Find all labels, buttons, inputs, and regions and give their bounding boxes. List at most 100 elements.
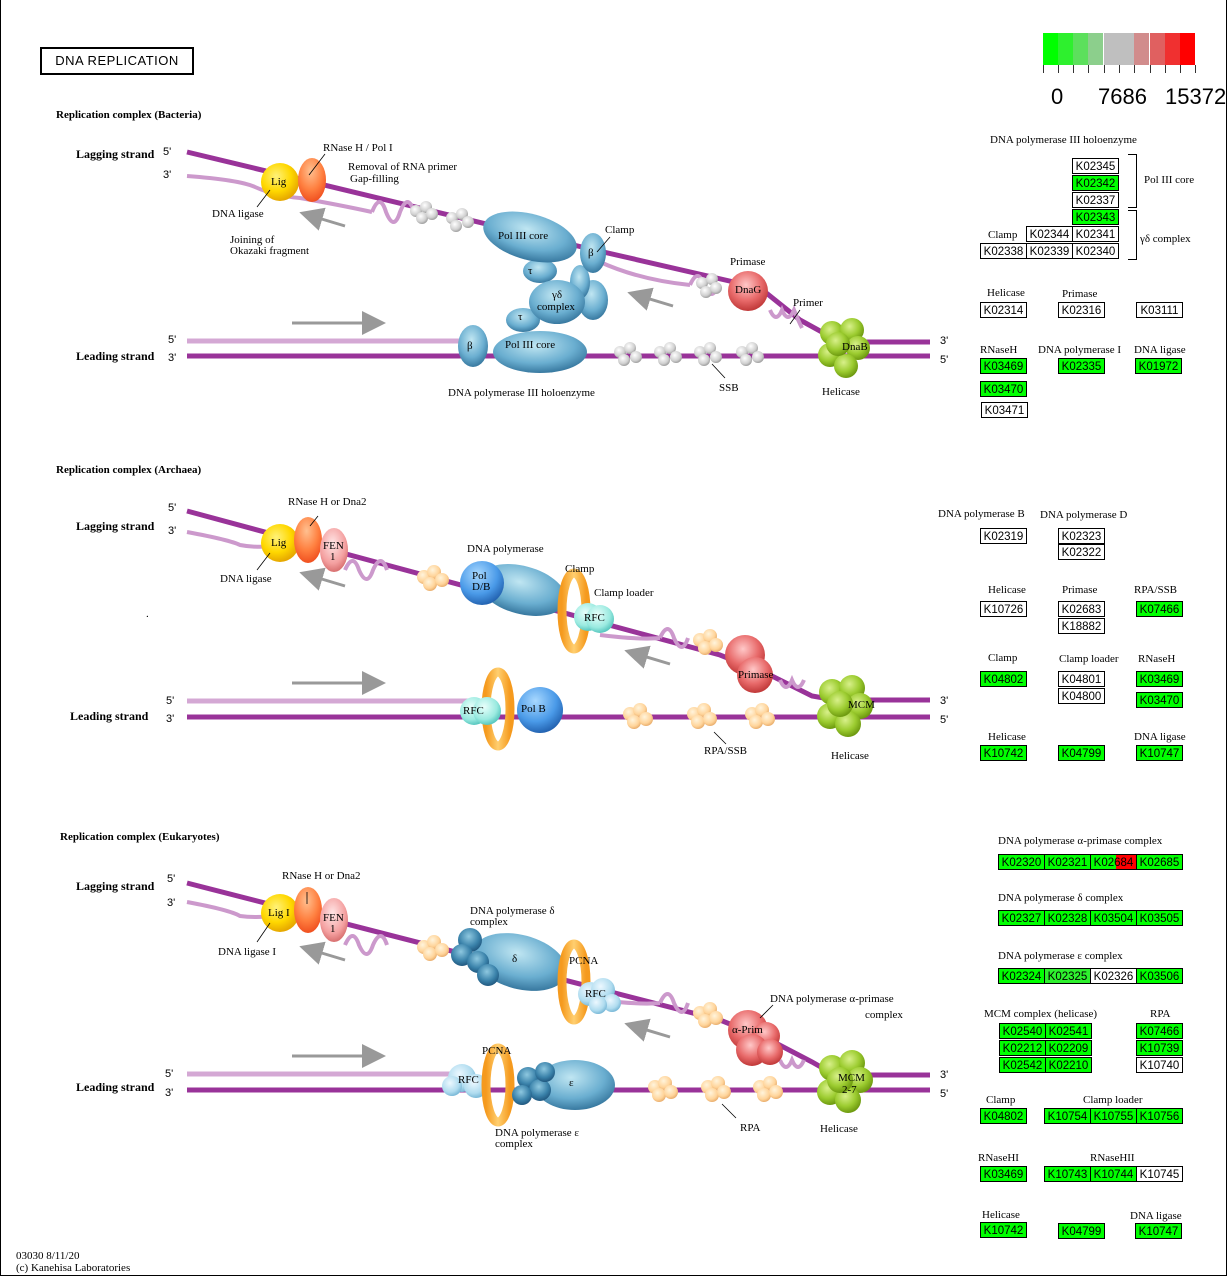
mcm-label[interactable]: MCM [848,699,875,711]
gene-box[interactable]: K10726 [980,601,1027,617]
gene-box[interactable]: K10747 [1135,1223,1182,1239]
gene-box[interactable]: K04799 [1058,1223,1105,1239]
gene-box[interactable]: K02326 [1090,968,1137,984]
gene-box[interactable]: K10745 [1136,1166,1183,1182]
gene-box[interactable]: K02684 [1090,854,1137,870]
gene-box[interactable]: K18882 [1058,618,1105,634]
pol-delta-subunits [451,928,499,986]
gene-box[interactable]: K02316 [1058,302,1105,318]
pcna-ring [557,939,591,1025]
lig-label[interactable]: Lig I [268,907,290,919]
pcna-label[interactable]: PCNA [569,955,599,967]
gene-box[interactable]: K03469 [1136,671,1183,687]
gene-box[interactable]: K07466 [1136,1023,1183,1039]
dnag-label[interactable]: DnaG [735,284,762,296]
epsilon-label[interactable]: ε [569,1077,574,1089]
pcna-label[interactable]: PCNA [482,1045,512,1057]
gene-box[interactable]: K02322 [1058,544,1105,560]
gene-box[interactable]: K03111 [1136,302,1183,318]
gene-box[interactable]: K02323 [1058,528,1105,544]
rfc-label[interactable]: RFC [585,988,606,1000]
end-label: 5' [165,1068,174,1080]
gene-box[interactable]: K10742 [980,745,1027,761]
lig-label[interactable]: Lig [271,176,287,188]
rnaseh-label[interactable]: RNase H or Dna2 [282,870,361,882]
gene-box[interactable]: K01972 [1135,358,1182,374]
pathway-title[interactable]: DNA REPLICATION [40,47,194,75]
gene-box[interactable]: K02324 [998,968,1045,984]
lig-label[interactable]: Lig [271,537,287,549]
alpha-prim-label[interactable]: α-Prim [732,1024,763,1036]
gene-box[interactable]: K04802 [980,1108,1027,1124]
rfc-label[interactable]: RFC [584,612,605,624]
gene-box[interactable]: K02210 [1045,1057,1092,1073]
gene-box[interactable]: K02339 [1026,243,1073,259]
gene-box[interactable]: K04801 [1058,671,1105,687]
gene-box[interactable]: K02212 [999,1040,1046,1056]
lagging-strand-label: Lagging strand [76,879,155,893]
rnaseh-label[interactable]: RNase H / Pol I [323,142,393,154]
gene-box[interactable]: K03471 [981,402,1028,418]
rnaseh-label[interactable]: RNase H or Dna2 [288,496,367,508]
gene-box[interactable]: K02343 [1072,209,1119,225]
dna-ligase-label[interactable]: DNA ligase [212,208,264,220]
gene-box[interactable]: K02338 [980,243,1027,259]
gene-box[interactable]: K03470 [980,381,1027,397]
dna-ligase-label[interactable]: DNA ligase I [218,946,277,958]
gene-box[interactable]: K04800 [1058,688,1105,704]
gene-box[interactable]: K02209 [1045,1040,1092,1056]
gene-box[interactable]: K03504 [1090,910,1137,926]
gene-box[interactable]: K02541 [1045,1023,1092,1039]
fen1-label[interactable]: FEN [323,912,344,924]
fen1-label[interactable]: FEN [323,540,344,552]
gene-box[interactable]: K10744 [1090,1166,1137,1182]
gene-box[interactable]: K02341 [1072,226,1119,242]
direction-arrow [627,287,674,311]
pol3-core-label[interactable]: Pol III core [498,230,549,242]
gene-box[interactable]: K02542 [999,1057,1046,1073]
dnab-label[interactable]: DnaB [842,341,868,353]
rfc-label[interactable]: RFC [463,705,484,717]
gene-box[interactable]: K02335 [1058,358,1105,374]
gene-box[interactable]: K02320 [998,854,1045,870]
gene-box[interactable]: K03469 [980,358,1027,374]
gene-box[interactable]: K02344 [1026,226,1073,242]
bracket [1128,154,1137,208]
pol3-core-label[interactable]: Pol III core [505,339,556,351]
gene-box[interactable]: K02685 [1136,854,1183,870]
gene-box[interactable]: K04799 [1058,745,1105,761]
gene-box[interactable]: K02337 [1072,192,1119,208]
gene-box[interactable]: K10742 [980,1222,1027,1238]
gene-box[interactable]: K02345 [1072,158,1119,174]
gene-box[interactable]: K10739 [1136,1040,1183,1056]
gene-box[interactable]: K04802 [980,671,1027,687]
gene-box[interactable]: K02319 [980,528,1027,544]
gene-box[interactable]: K02321 [1044,854,1091,870]
gene-box[interactable]: K02342 [1072,175,1119,191]
gene-box[interactable]: K02540 [999,1023,1046,1039]
delta-label[interactable]: δ [512,953,518,965]
gene-box[interactable]: K02327 [998,910,1045,926]
gene-box[interactable]: K10754 [1044,1108,1091,1124]
gene-box[interactable]: K03505 [1136,910,1183,926]
primase-label[interactable]: Primase [738,669,774,681]
dna-ligase-label[interactable]: DNA ligase [220,573,272,585]
rfc-label[interactable]: RFC [458,1074,479,1086]
mcm-label[interactable]: MCM [838,1072,865,1084]
gene-box[interactable]: K10740 [1136,1057,1183,1073]
gene-box[interactable]: K03506 [1136,968,1183,984]
gene-box[interactable]: K10756 [1136,1108,1183,1124]
gene-box[interactable]: K02325 [1044,968,1091,984]
gene-box[interactable]: K10747 [1136,745,1183,761]
gene-box[interactable]: K02314 [980,302,1027,318]
pol-b-label[interactable]: Pol B [521,703,546,715]
gene-box[interactable]: K03470 [1136,692,1183,708]
gene-box[interactable]: K03469 [980,1166,1027,1182]
gene-box[interactable]: K02340 [1072,243,1119,259]
gene-box[interactable]: K02683 [1058,601,1105,617]
gene-box[interactable]: K02328 [1044,910,1091,926]
gene-box[interactable]: K10755 [1090,1108,1137,1124]
gene-box[interactable]: K10743 [1044,1166,1091,1182]
gene-box[interactable]: K07466 [1136,601,1183,617]
pol-db-label[interactable]: Pol [472,570,487,582]
